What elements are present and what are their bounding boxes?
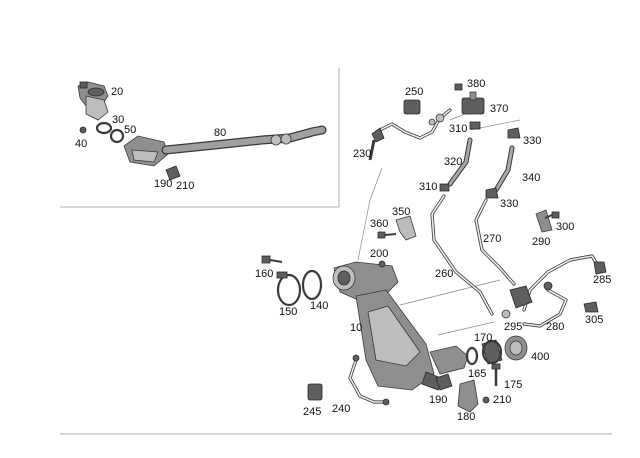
callout-295: 295 <box>504 321 523 333</box>
clamp-150 <box>276 271 302 307</box>
callout-245: 245 <box>303 406 322 418</box>
callout-230: 230 <box>353 148 372 160</box>
inset-catalyst <box>123 135 169 167</box>
callout-380: 380 <box>467 78 486 90</box>
callout-175: 175 <box>504 379 523 391</box>
callout-160: 160 <box>255 268 274 280</box>
bracket-180 <box>457 379 479 413</box>
clip-310-mid <box>439 183 450 192</box>
callout-320: 320 <box>444 156 463 168</box>
callout-350: 350 <box>392 206 411 218</box>
callout-340: 340 <box>522 172 541 184</box>
callout-310-mid: 310 <box>419 181 438 193</box>
bolt-300 <box>544 211 560 219</box>
control-unit-295 <box>501 285 533 319</box>
inset-turbo-outlet-20 <box>77 81 109 121</box>
bracket-350 <box>395 215 417 241</box>
gasket-165 <box>465 346 479 366</box>
callout-165: 165 <box>468 368 487 380</box>
callout-270: 270 <box>483 233 502 245</box>
bracket-305 <box>583 301 599 313</box>
callout-290: 290 <box>532 236 551 248</box>
callout-285: 285 <box>593 274 612 286</box>
connector-245 <box>307 383 323 401</box>
bolt-380 <box>454 83 463 91</box>
callout-190-inset: 190 <box>154 178 173 190</box>
callout-310-top: 310 <box>449 123 468 135</box>
callout-260: 260 <box>435 268 454 280</box>
callout-240: 240 <box>332 403 351 415</box>
callout-210-inset: 210 <box>176 180 195 192</box>
callout-280: 280 <box>546 321 565 333</box>
clip-330-mid <box>485 187 499 199</box>
inset-bolt-40 <box>79 126 87 134</box>
bolt-160 <box>261 255 283 264</box>
sensor-230 <box>368 108 452 161</box>
pipe-270 <box>474 198 516 286</box>
callout-300: 300 <box>556 221 575 233</box>
inset-pipe-80 <box>161 125 327 155</box>
callout-150: 150 <box>279 306 298 318</box>
callout-50: 50 <box>124 124 137 136</box>
nut-210 <box>482 396 490 404</box>
callout-140: 140 <box>310 300 329 312</box>
bracket-285 <box>593 261 607 275</box>
callout-10: 10 <box>350 322 363 334</box>
inset-bracket-190 <box>165 165 181 181</box>
callout-20: 20 <box>111 86 124 98</box>
hose-340 <box>493 145 515 193</box>
callout-200: 200 <box>370 248 389 260</box>
clamp-170 <box>481 339 503 365</box>
callout-330-mid: 330 <box>500 198 519 210</box>
callout-305: 305 <box>585 314 604 326</box>
callout-170: 170 <box>474 332 493 344</box>
callout-80: 80 <box>214 127 227 139</box>
connector-250 <box>403 99 421 115</box>
clamp-140 <box>301 269 323 301</box>
clip-330-top <box>507 127 521 139</box>
bolt-360 <box>377 231 397 239</box>
callout-30: 30 <box>112 114 125 126</box>
callout-360: 360 <box>370 218 389 230</box>
nut-200 <box>378 260 386 268</box>
callout-400: 400 <box>531 351 550 363</box>
inset-clamp-30 <box>95 121 113 135</box>
callout-210: 210 <box>493 394 512 406</box>
hose-320 <box>447 137 473 187</box>
callout-180: 180 <box>457 411 476 423</box>
inset-frame <box>60 68 340 208</box>
bracket-190 <box>435 373 453 391</box>
bracket-290 <box>535 209 553 233</box>
inset-gasket-50 <box>109 128 125 144</box>
pipe-260 <box>430 194 494 316</box>
callout-40: 40 <box>75 138 88 150</box>
callout-370: 370 <box>490 103 509 115</box>
clamp-400 <box>504 335 528 361</box>
pressure-sensor-370 <box>461 91 485 115</box>
clip-310-top <box>469 121 481 130</box>
callout-190: 190 <box>429 394 448 406</box>
callout-330-top: 330 <box>523 135 542 147</box>
bolt-175 <box>491 363 501 386</box>
sensor-240 <box>348 354 390 406</box>
callout-250: 250 <box>405 86 424 98</box>
